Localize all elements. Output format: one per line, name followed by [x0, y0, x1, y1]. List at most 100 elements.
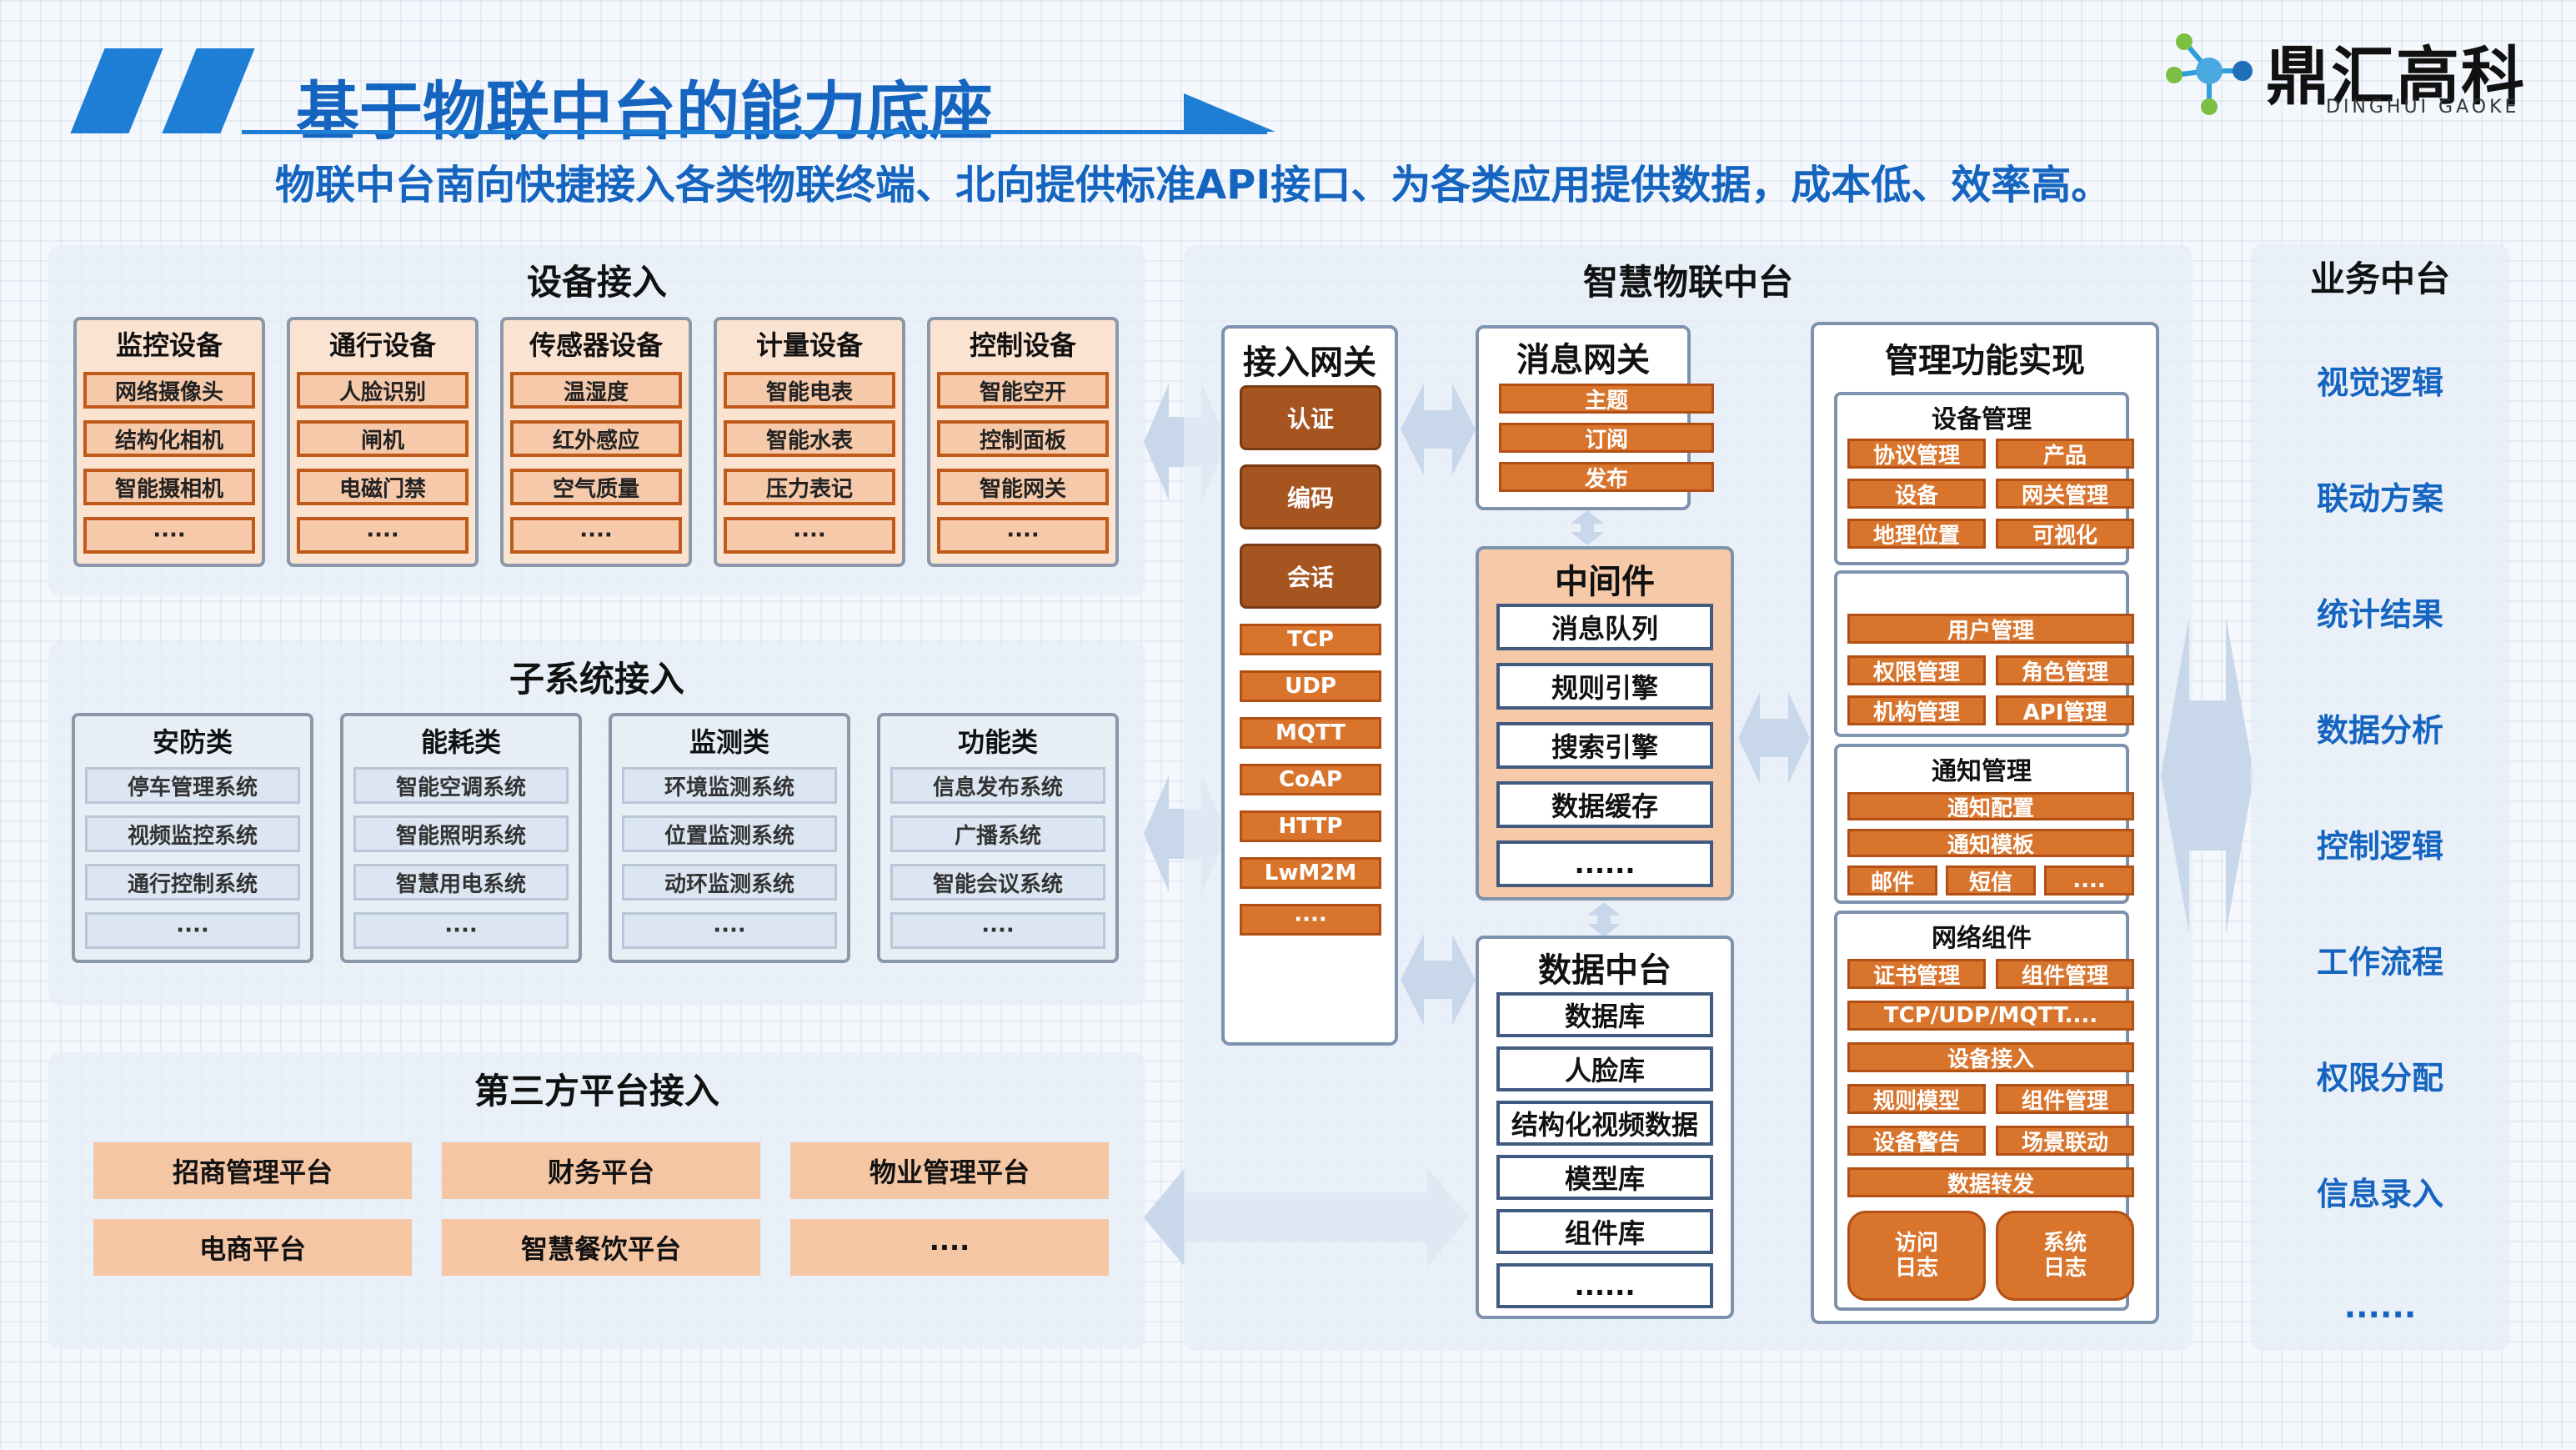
double-arrow-icon [1587, 902, 1621, 937]
notice-management-title: 通知管理 [1932, 757, 2032, 786]
log-button: 访问 日志 [1847, 1211, 1986, 1301]
business-item: 统计结果 [2316, 595, 2443, 633]
thirdparty-item: 物业管理平台 [790, 1142, 1109, 1199]
thirdparty-title: 第三方平台接入 [474, 1070, 719, 1111]
logo-text-cn: 鼎汇高科 [2266, 39, 2526, 113]
message-item: 发布 [1499, 462, 1714, 492]
title-triangle [1184, 93, 1275, 132]
message-item: 主题 [1499, 384, 1714, 414]
data-center-item: 数据库 [1496, 992, 1713, 1037]
device-management-item: 可视化 [1996, 519, 2134, 549]
iot-platform-title: 智慧物联中台 [1582, 261, 1793, 303]
title-stripe-left [70, 48, 163, 133]
device-item: 智能电表 [724, 372, 895, 409]
title-underline [242, 130, 1267, 134]
notice-item: 邮件 [1847, 865, 1937, 896]
subsystem-item: 智能照明系统 [353, 815, 569, 852]
device-item: 结构化相机 [83, 420, 255, 457]
data-center-item: 组件库 [1496, 1209, 1713, 1254]
device-item: 压力表记 [724, 469, 895, 505]
notice-item: .... [2044, 865, 2134, 896]
subsystem-item: ···· [85, 912, 300, 949]
business-item: 视觉逻辑 [2316, 364, 2443, 401]
page-subtitle: 物联中台南向快捷接入各类物联终端、北向提供标准API接口、为各类应用提供数据，成… [275, 162, 2112, 208]
device-management-item: 地理位置 [1847, 519, 1986, 549]
gateway-function: 认证 [1240, 385, 1381, 450]
protocol-item: UDP [1240, 670, 1381, 702]
network-item: 场景联动 [1996, 1126, 2134, 1156]
double-arrow-icon [1401, 384, 1476, 475]
device-management-item: 产品 [1996, 439, 2134, 469]
business-item: 工作流程 [2316, 943, 2443, 981]
business-panel [2251, 243, 2509, 1351]
double-arrow-icon [1738, 692, 1810, 784]
business-item: 信息录入 [2316, 1175, 2443, 1212]
device-item: 空气质量 [510, 469, 682, 505]
device-item: 电磁门禁 [297, 469, 469, 505]
device-item: 智能摄相机 [83, 469, 255, 505]
device-group-title: 传感器设备 [529, 329, 663, 361]
device-item: ···· [83, 517, 255, 554]
user-management-item: 机构管理 [1847, 695, 1986, 725]
subsystem-item: 视频监控系统 [85, 815, 300, 852]
notice-item: 短信 [1946, 865, 2036, 896]
subsystem-item: 位置监测系统 [622, 815, 837, 852]
gateway-function: 编码 [1240, 464, 1381, 529]
network-item: 数据转发 [1847, 1167, 2134, 1197]
subsystem-item: ···· [890, 912, 1105, 949]
protocol-item: TCP [1240, 624, 1381, 655]
data-center-item: 人脸库 [1496, 1046, 1713, 1091]
business-item: 控制逻辑 [2316, 827, 2443, 865]
data-center-title: 数据中台 [1538, 951, 1671, 990]
network-item: 设备接入 [1847, 1042, 2134, 1072]
device-group-title: 控制设备 [969, 329, 1076, 361]
device-management-item: 网关管理 [1996, 479, 2134, 509]
notice-item: 通知模板 [1847, 829, 2134, 858]
device-item: 智能网关 [937, 469, 1109, 505]
device-item: ···· [510, 517, 682, 554]
device-item: 温湿度 [510, 372, 682, 409]
business-item: ...... [2343, 1288, 2417, 1325]
subsystem-group-title: 监测类 [689, 726, 769, 758]
logo-text-en: DINGHUI GAOKE [2326, 97, 2520, 118]
network-component-title: 网络组件 [1932, 924, 2032, 953]
user-management-item: 角色管理 [1996, 655, 2134, 685]
device-group-title: 通行设备 [328, 329, 436, 361]
title-stripe-right [162, 48, 255, 133]
log-button: 系统 日志 [1996, 1211, 2134, 1301]
device-access-title: 设备接入 [526, 261, 667, 303]
business-item: 数据分析 [2316, 711, 2443, 749]
gateway-function: 会话 [1240, 544, 1381, 609]
protocol-item: ···· [1240, 904, 1381, 936]
subsystem-item: 通行控制系统 [85, 864, 300, 901]
device-group-title: 监控设备 [115, 329, 223, 361]
device-management-title: 设备管理 [1932, 405, 2032, 434]
message-item: 订阅 [1499, 423, 1714, 453]
device-item: 网络摄像头 [83, 372, 255, 409]
thirdparty-item: 招商管理平台 [93, 1142, 412, 1199]
device-item: 智能空开 [937, 372, 1109, 409]
subsystem-item: 信息发布系统 [890, 767, 1105, 804]
middleware-item: 搜索引擎 [1496, 722, 1713, 769]
network-item: 设备警告 [1847, 1126, 1986, 1156]
network-item: 组件管理 [1996, 959, 2134, 989]
thirdparty-item: 电商平台 [93, 1219, 412, 1276]
management-title: 管理功能实现 [1885, 342, 2085, 380]
thirdparty-item: ···· [790, 1219, 1109, 1276]
device-item: 红外感应 [510, 420, 682, 457]
subsystem-title: 子系统接入 [509, 658, 684, 700]
thirdparty-item: 财务平台 [442, 1142, 760, 1199]
middleware-item: 规则引擎 [1496, 663, 1713, 710]
device-item: ···· [297, 517, 469, 554]
user-management-item: 用户管理 [1847, 614, 2134, 644]
double-arrow-icon [1571, 510, 1604, 545]
subsystem-item: ···· [353, 912, 569, 949]
middleware-item: 数据缓存 [1496, 781, 1713, 828]
network-item: 证书管理 [1847, 959, 1986, 989]
subsystem-group-title: 安防类 [152, 726, 233, 758]
subsystem-item: ···· [622, 912, 837, 949]
business-item: 权限分配 [2316, 1059, 2443, 1096]
logo-network-icon [2166, 33, 2253, 115]
protocol-item: CoAP [1240, 764, 1381, 795]
device-item: 智能水表 [724, 420, 895, 457]
